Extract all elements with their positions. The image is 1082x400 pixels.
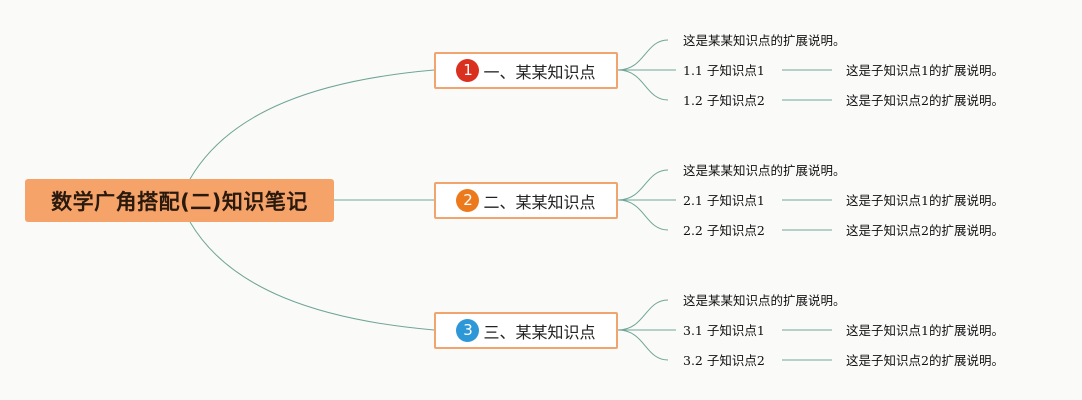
subtopic-note-1-2[interactable]: 这是子知识点2的扩展说明。: [846, 93, 1004, 108]
connector-b3-note: [617, 299, 669, 331]
branch-topic-2[interactable]: 2 二、某某知识点: [434, 182, 618, 219]
number-badge-icon: 2: [456, 189, 480, 212]
branch-note-3[interactable]: 这是某某知识点的扩展说明。: [683, 293, 846, 308]
subtopic-note-3-1[interactable]: 这是子知识点1的扩展说明。: [846, 323, 1004, 338]
branch-topic-label: 一、某某知识点: [483, 62, 596, 82]
subtopic-2-2[interactable]: 2.2 子知识点2: [683, 223, 765, 238]
subtopic-2-1[interactable]: 2.1 子知识点1: [683, 193, 765, 208]
subtopic-note-3-2[interactable]: 这是子知识点2的扩展说明。: [846, 353, 1004, 368]
branch-topic-label: 二、某某知识点: [483, 192, 596, 212]
subtopic-note-1-1[interactable]: 这是子知识点1的扩展说明。: [846, 63, 1004, 78]
connector-b1-sub2: [617, 69, 669, 101]
connector-b3-sub2: [617, 329, 669, 361]
subtopic-3-1[interactable]: 3.1 子知识点1: [683, 323, 765, 338]
connector-b2-note: [617, 169, 669, 201]
branch-topic-label: 三、某某知识点: [483, 322, 596, 342]
root-topic[interactable]: 数学广角搭配(二)知识笔记: [25, 179, 334, 222]
connector-b1-note: [617, 39, 669, 71]
subtopic-1-2[interactable]: 1.2 子知识点2: [683, 93, 765, 108]
number-badge-icon: 3: [456, 319, 480, 342]
subtopic-note-2-1[interactable]: 这是子知识点1的扩展说明。: [846, 193, 1004, 208]
branch-note-1[interactable]: 这是某某知识点的扩展说明。: [683, 33, 846, 48]
connector-root-branch-3: [189, 221, 435, 331]
branch-topic-1[interactable]: 1 一、某某知识点: [434, 52, 618, 89]
subtopic-1-1[interactable]: 1.1 子知识点1: [683, 63, 765, 78]
connector-b2-sub2: [617, 199, 669, 231]
branch-topic-3[interactable]: 3 三、某某知识点: [434, 312, 618, 349]
root-topic-label: 数学广角搭配(二)知识笔记: [51, 189, 308, 214]
subtopic-note-2-2[interactable]: 这是子知识点2的扩展说明。: [846, 223, 1004, 238]
number-badge-icon: 1: [456, 59, 480, 82]
connector-root-branch-1: [189, 69, 435, 180]
branch-note-2[interactable]: 这是某某知识点的扩展说明。: [683, 163, 846, 178]
subtopic-3-2[interactable]: 3.2 子知识点2: [683, 353, 765, 368]
